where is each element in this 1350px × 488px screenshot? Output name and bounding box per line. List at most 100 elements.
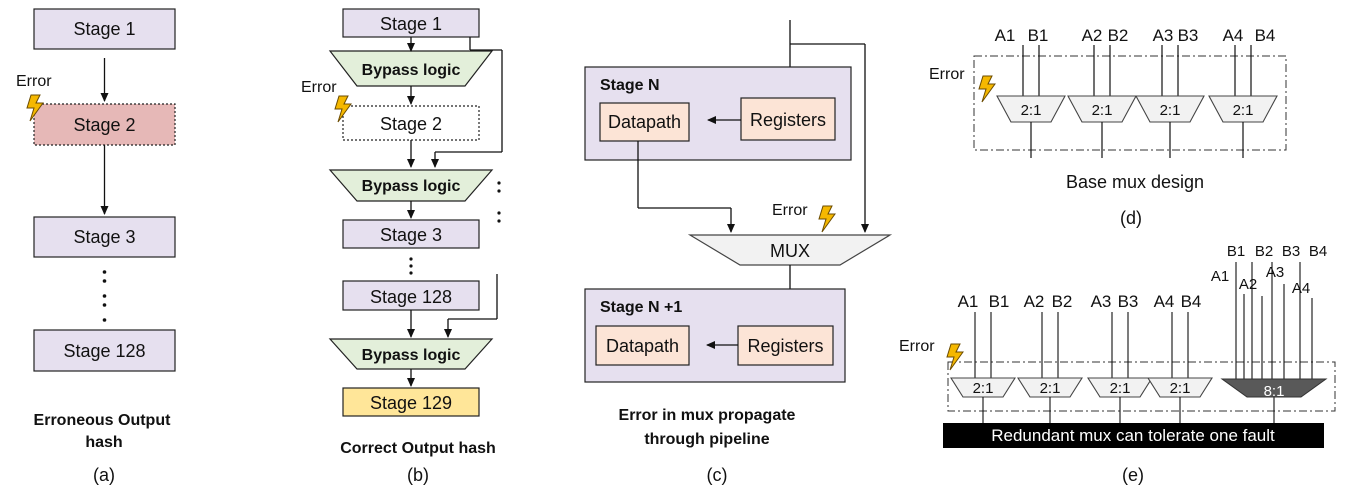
a-stage-128-label: Stage 128 [63,341,145,361]
e-mux-4 [1147,377,1213,398]
d-mux-2 [1067,95,1137,123]
d-input-b2: B2 [1108,26,1129,45]
d-mux-1 [996,95,1066,123]
e-mux-2-label: 2:1 [1040,380,1061,397]
e-mux-2 [1017,377,1083,398]
d-mux-4-label: 2:1 [1233,102,1254,119]
e-error-label: Error [899,338,935,355]
e-caption: (e) [1122,465,1144,485]
a-stage-2-box [33,103,176,146]
e-input-a3: A3 [1091,292,1112,311]
b-ellipsis [409,257,413,275]
e-redundant-mux-label: 8:1 [1264,383,1285,400]
d-title: Base mux design [1066,172,1204,192]
b-stage-2-label: Stage 2 [380,114,442,134]
b-bypass-logic-1 [328,50,494,87]
e-input-b1: B1 [989,292,1010,311]
a-stage-2-label: Stage 2 [73,115,135,135]
b-stage-128-label: Stage 128 [370,287,452,307]
c-registers-n-label: Registers [750,110,826,130]
e-input-wires [974,312,1189,378]
d-error-label: Error [929,66,965,83]
b-stage-1-label: Stage 1 [380,14,442,34]
e-redundant-input-a2: A2 [1239,276,1257,293]
c-datapath-n-box [599,102,690,142]
d-input-wires [1022,45,1252,96]
e-input-b2: B2 [1052,292,1073,311]
c-stage-n1-label: Stage N +1 [600,299,682,316]
a-ellipsis [102,270,107,322]
c-stage-n-label: Stage N [600,77,660,94]
d-dashdot-boundary [973,55,1287,151]
c-datapath-n-label: Datapath [608,112,681,132]
c-registers-n1-label: Registers [747,336,823,356]
panel-c: Stage N Datapath Registers Error MUX Sta… [584,20,893,485]
c-note-line-1: Error in mux propagate [619,407,796,424]
a-stage-128-box [33,329,176,372]
c-note-line-2: through pipeline [644,431,769,448]
c-mux [687,234,893,266]
d-input-b3: B3 [1178,26,1199,45]
e-mux-3 [1087,377,1153,398]
c-registers-n-box [740,97,836,141]
panel-a: Stage 1 Stage 2 Error Stage 3 Stage 128 … [16,8,176,485]
b-caption: (b) [407,465,429,485]
b-stage-3-box [342,219,480,249]
e-input-a4: A4 [1154,292,1175,311]
d-input-a1: A1 [995,26,1016,45]
c-error-label: Error [772,202,808,219]
b-error-label: Error [301,79,337,96]
e-banner [943,423,1324,448]
e-input-a2: A2 [1024,292,1045,311]
e-redundant-input-a1: A1 [1211,268,1229,285]
e-redundant-input-b3: B3 [1282,243,1300,260]
a-output-line-2: hash [85,434,122,451]
b-bypass-logic-3 [328,338,494,370]
e-banner-text: Redundant mux can tolerate one fault [991,426,1275,445]
e-input-b4: B4 [1181,292,1202,311]
a-output-line-1: Erroneous Output [34,412,172,429]
e-redundant-input-a4: A4 [1292,280,1310,297]
c-mux-label: MUX [770,241,810,261]
c-registers-n1-box [737,325,834,366]
b-bypass-logic-2 [328,169,494,202]
a-stage-1-box [33,8,176,50]
e-redundant-mux [1220,378,1328,398]
e-mux-1-label: 2:1 [973,380,994,397]
e-redundant-input-b2: B2 [1255,243,1273,260]
d-mux-3 [1135,95,1205,123]
e-lightning-icon [946,343,964,371]
a-stage-3-label: Stage 3 [73,227,135,247]
d-input-b4: B4 [1255,26,1276,45]
b-bypass-logic-3-label: Bypass logic [362,347,461,364]
a-stage-1-label: Stage 1 [73,19,135,39]
c-datapath-n1-box [595,325,690,366]
b-stage-129-label: Stage 129 [370,393,452,413]
b-stage-128-box [342,280,480,311]
d-lightning-icon [978,75,996,103]
b-bypass-logic-2-label: Bypass logic [362,178,461,195]
a-caption: (a) [93,465,115,485]
e-redundant-input-a3: A3 [1266,264,1284,281]
d-mux-2-label: 2:1 [1092,102,1113,119]
d-mux-3-label: 2:1 [1160,102,1181,119]
c-caption: (c) [707,465,728,485]
d-mux-group: 2:1 2:1 2:1 2:1 [996,95,1278,158]
e-input-a1: A1 [958,292,979,311]
b-stage-3-label: Stage 3 [380,225,442,245]
c-lightning-icon [818,205,836,233]
d-mux-1-label: 2:1 [1021,102,1042,119]
b-bypass-logic-1-label: Bypass logic [362,62,461,79]
d-input-b1: B1 [1028,26,1049,45]
b-side-ellipsis [497,181,501,223]
c-datapath-n1-label: Datapath [606,336,679,356]
panel-b: Stage 1 Bypass logic Stage 2 Error Bypas… [301,8,503,485]
e-mux-1 [950,377,1016,398]
e-dashdot-boundary [947,361,1336,412]
